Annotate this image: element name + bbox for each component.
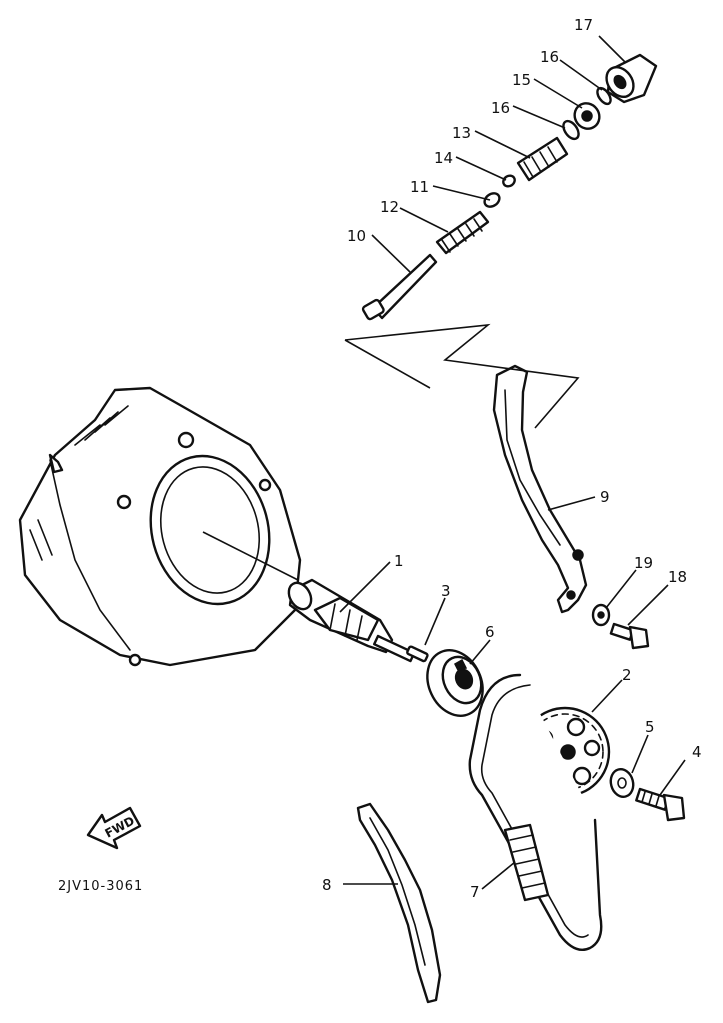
callout-11: 11 bbox=[410, 178, 429, 196]
camshaft bbox=[287, 578, 416, 663]
guide-washer bbox=[591, 603, 611, 627]
assembly-bracket-line bbox=[344, 323, 580, 429]
dowel-pin bbox=[406, 645, 429, 663]
washer bbox=[609, 767, 635, 799]
callout-4: 4 bbox=[692, 743, 702, 761]
callout-5: 5 bbox=[645, 718, 655, 736]
callout-3: 3 bbox=[441, 582, 451, 600]
callout-16-upper: 16 bbox=[540, 48, 559, 66]
callout-7: 7 bbox=[470, 883, 480, 901]
callout-12: 12 bbox=[380, 198, 399, 216]
callout-15: 15 bbox=[512, 71, 531, 89]
bearing bbox=[426, 649, 484, 717]
callout-8: 8 bbox=[322, 876, 332, 894]
callout-1: 1 bbox=[394, 552, 404, 570]
callout-2: 2 bbox=[622, 666, 632, 684]
callout-14: 14 bbox=[434, 149, 453, 167]
callout-18: 18 bbox=[668, 568, 687, 586]
leader-lines bbox=[202, 35, 686, 890]
callout-labels: 1 2 3 4 5 6 7 8 9 10 11 12 13 14 15 16 1… bbox=[322, 16, 702, 901]
callout-13: 13 bbox=[452, 124, 471, 142]
callout-17: 17 bbox=[574, 16, 593, 34]
drawing-code: 2JV10-3061 bbox=[58, 879, 143, 894]
callout-6: 6 bbox=[485, 623, 495, 641]
callout-16-lower: 16 bbox=[491, 99, 510, 117]
callout-10: 10 bbox=[347, 227, 366, 245]
callout-9: 9 bbox=[600, 488, 610, 506]
tensioner-assembly bbox=[361, 53, 658, 321]
callout-19: 19 bbox=[634, 554, 653, 572]
forward-direction-arrow: FWD bbox=[86, 806, 142, 850]
chain-tensioner-guide bbox=[492, 364, 588, 614]
guide-bolt bbox=[609, 622, 650, 650]
chain-guide bbox=[356, 802, 442, 1004]
cam-chain bbox=[468, 673, 603, 952]
sprocket-bolt bbox=[635, 787, 686, 822]
cylinder-head bbox=[18, 386, 302, 667]
